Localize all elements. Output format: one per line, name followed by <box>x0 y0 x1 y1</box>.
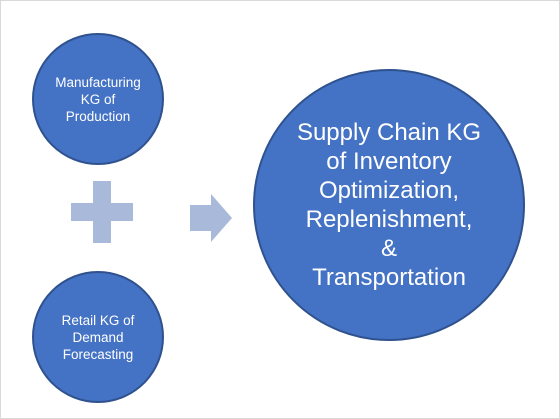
retail-kg-label: Retail KG of Demand Forecasting <box>61 312 135 362</box>
manufacturing-kg-label: Manufacturing KG of Production <box>55 74 141 124</box>
plus-shape <box>71 181 133 243</box>
plus-icon <box>71 181 133 243</box>
supply-chain-kg-label: Supply Chain KG of Inventory Optimizatio… <box>296 119 482 291</box>
right-arrow-icon <box>190 194 232 242</box>
retail-kg-circle: Retail KG of Demand Forecasting <box>32 271 164 403</box>
arrow-shape <box>190 194 232 242</box>
manufacturing-kg-circle: Manufacturing KG of Production <box>32 33 164 165</box>
supply-chain-kg-circle: Supply Chain KG of Inventory Optimizatio… <box>253 69 525 341</box>
